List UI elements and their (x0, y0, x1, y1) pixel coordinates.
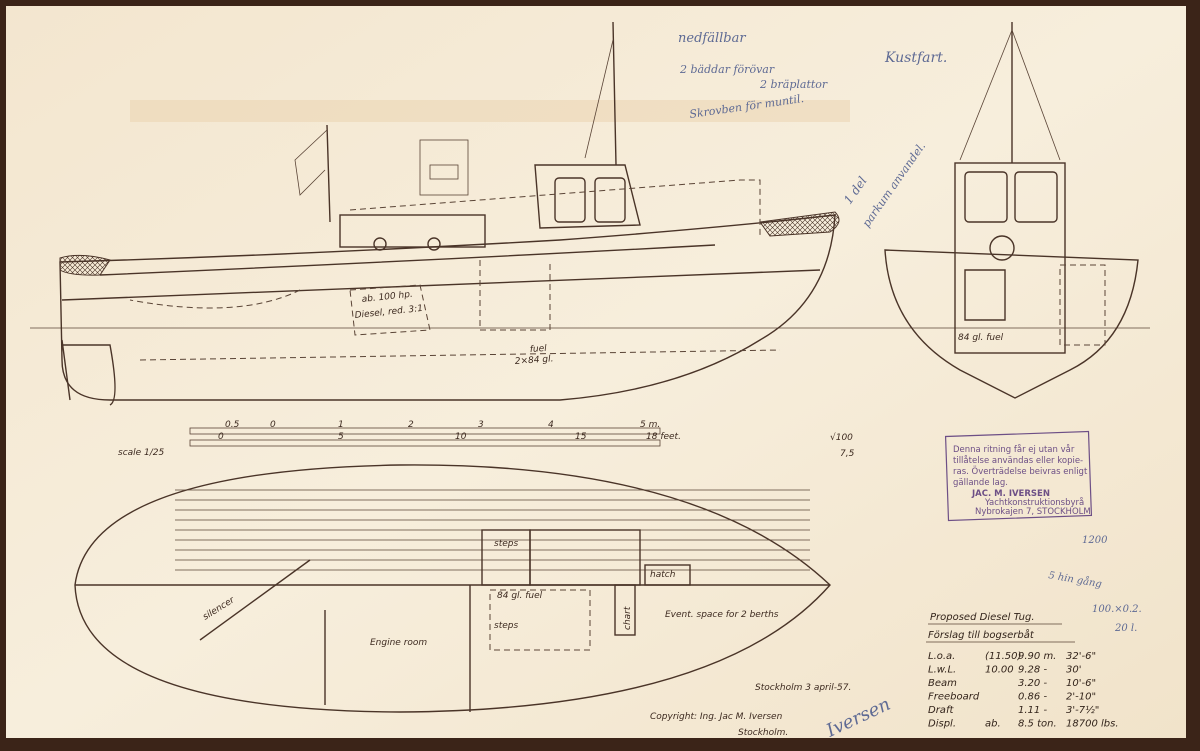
note: Kustfart. (884, 50, 947, 66)
fuel-label: fuel (530, 344, 548, 355)
stamp-line: tillåtelse användas eller kopie- (953, 455, 1083, 466)
section-view: 84 gl. fuel (884, 22, 1139, 399)
scale-tick: 10 (455, 432, 467, 442)
spec-imperial: 32'-6" (1066, 651, 1096, 662)
scale-tick: 3 (478, 420, 484, 430)
spec-imperial: 2'-10" (1066, 692, 1096, 703)
tape-stain (130, 100, 850, 122)
note: 20 l. (1114, 623, 1137, 634)
spec-imperial: 3'-7½" (1066, 704, 1099, 716)
spec-note: ab. (985, 719, 1001, 730)
spec-note: 10.00 (985, 665, 1014, 676)
scale-tick: 2 (408, 420, 414, 430)
note: 2 bräplattor (759, 78, 828, 91)
spec-name: Displ. (928, 719, 956, 730)
scale-tick: 18 feet. (646, 432, 681, 442)
scale-tick: 5 m. (640, 420, 660, 430)
copyright-line-1: Copyright: Ing. Jac M. Iversen (650, 712, 783, 722)
spec-imperial: 30' (1066, 665, 1081, 676)
chart-label: chart (623, 606, 633, 630)
copyright-stamp: Denna ritning får ej utan vår tillåtelse… (944, 430, 1093, 522)
scale-tick: 0 (218, 432, 224, 442)
place-date: Stockholm 3 april-57. (755, 683, 851, 693)
scale-tick: 5 (338, 432, 344, 442)
title-en: Proposed Diesel Tug. (930, 612, 1035, 623)
stamp-address: Nybrokajen 7, STOCKHOLM (975, 507, 1091, 517)
spec-name: Beam (928, 678, 957, 689)
spec-metric: 1.11 - (1018, 705, 1047, 716)
spec-name: L.w.L. (928, 665, 956, 676)
spec-metric: 9.28 - (1018, 665, 1047, 676)
stamp-sub: Yachtkonstruktionsbyrå (984, 497, 1084, 508)
hatch-label: hatch (650, 570, 676, 580)
steps-label: steps (494, 539, 518, 549)
ratio-top: √100 (830, 432, 853, 443)
fuel-label-2: 2×84 gl. (515, 354, 554, 367)
note: 1200 (1082, 535, 1108, 546)
spec-table: Proposed Diesel Tug. Förslag till bogser… (926, 612, 1119, 730)
scale-bar: 0.5 0 1 2 3 4 5 m. 0 5 10 15 18 feet. sc… (118, 420, 855, 459)
title-sv: Förslag till bogserbåt (928, 628, 1035, 641)
spec-imperial: 10'-6" (1066, 678, 1096, 689)
spec-note: (11.50) (985, 651, 1021, 662)
note: 100.×0.2. (1092, 604, 1142, 615)
section-fuel-label: 84 gl. fuel (958, 333, 1004, 343)
profile-view: ab. 100 hp. Diesel, red. 3:1 fuel 2×84 g… (30, 21, 1150, 406)
scale-tick: 15 (575, 432, 587, 442)
scale-tick: 0 (270, 420, 276, 430)
spec-metric: 3.20 - (1018, 678, 1047, 689)
engine-room-label: Engine room (370, 638, 427, 648)
berths-label: Event. space for 2 berths (665, 610, 779, 620)
stamp-line: ras. Överträdelse beivras enligt (953, 466, 1088, 477)
stamp-line: gällande lag. (953, 478, 1008, 488)
spec-metric: 8.5 ton. (1018, 719, 1057, 730)
steps-label-2: steps (494, 621, 518, 631)
spec-name: L.o.a. (928, 651, 955, 662)
ratio-bottom: 7,5 (840, 449, 855, 459)
spec-metric: 9.90 m. (1018, 651, 1056, 662)
spec-imperial: 18700 lbs. (1066, 719, 1119, 730)
spec-name: Draft (928, 705, 954, 716)
scale-tick: 1 (338, 420, 344, 430)
note: nedfällbar (678, 31, 746, 46)
spec-metric: 0.86 - (1018, 692, 1047, 703)
copyright-line-2: Stockholm. (738, 728, 788, 738)
note: 2 bäddar förövar (679, 63, 775, 76)
scale-tick: 0.5 (225, 420, 240, 430)
fuel-tank-label: 84 gl. fuel (497, 591, 543, 601)
scale-tick: 4 (548, 420, 554, 430)
stamp-firm: JAC. M. IVERSEN (971, 489, 1050, 499)
spec-name: Freeboard (928, 692, 980, 703)
stamp-line: Denna ritning får ej utan vår (953, 444, 1075, 455)
paper (6, 4, 1186, 738)
scale-label: scale 1/25 (118, 448, 165, 458)
